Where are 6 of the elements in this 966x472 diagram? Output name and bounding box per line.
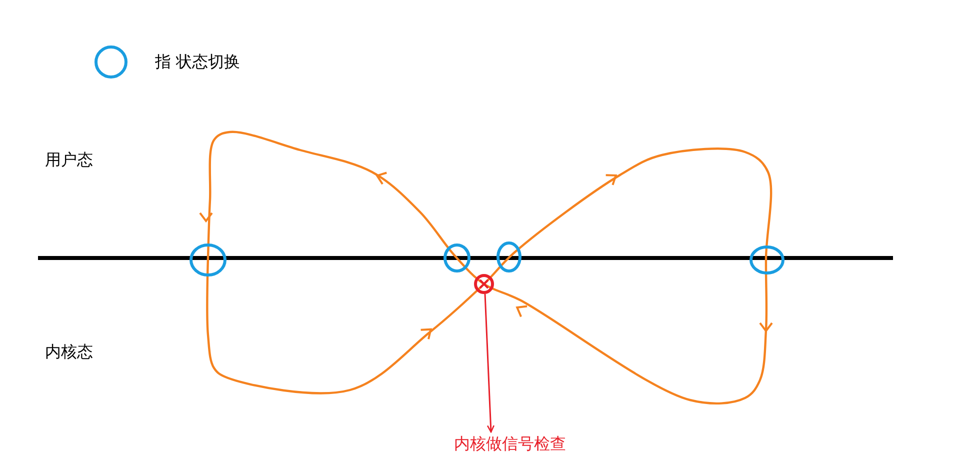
annotation-text: 内核做信号检查 — [453, 434, 567, 454]
region-label: 用户态 — [45, 150, 93, 170]
legend-text: 指 状态切换 — [155, 52, 240, 72]
signal-check-marker — [474, 274, 494, 294]
arrow — [484, 294, 495, 433]
region-label: 内核态 — [45, 342, 93, 362]
